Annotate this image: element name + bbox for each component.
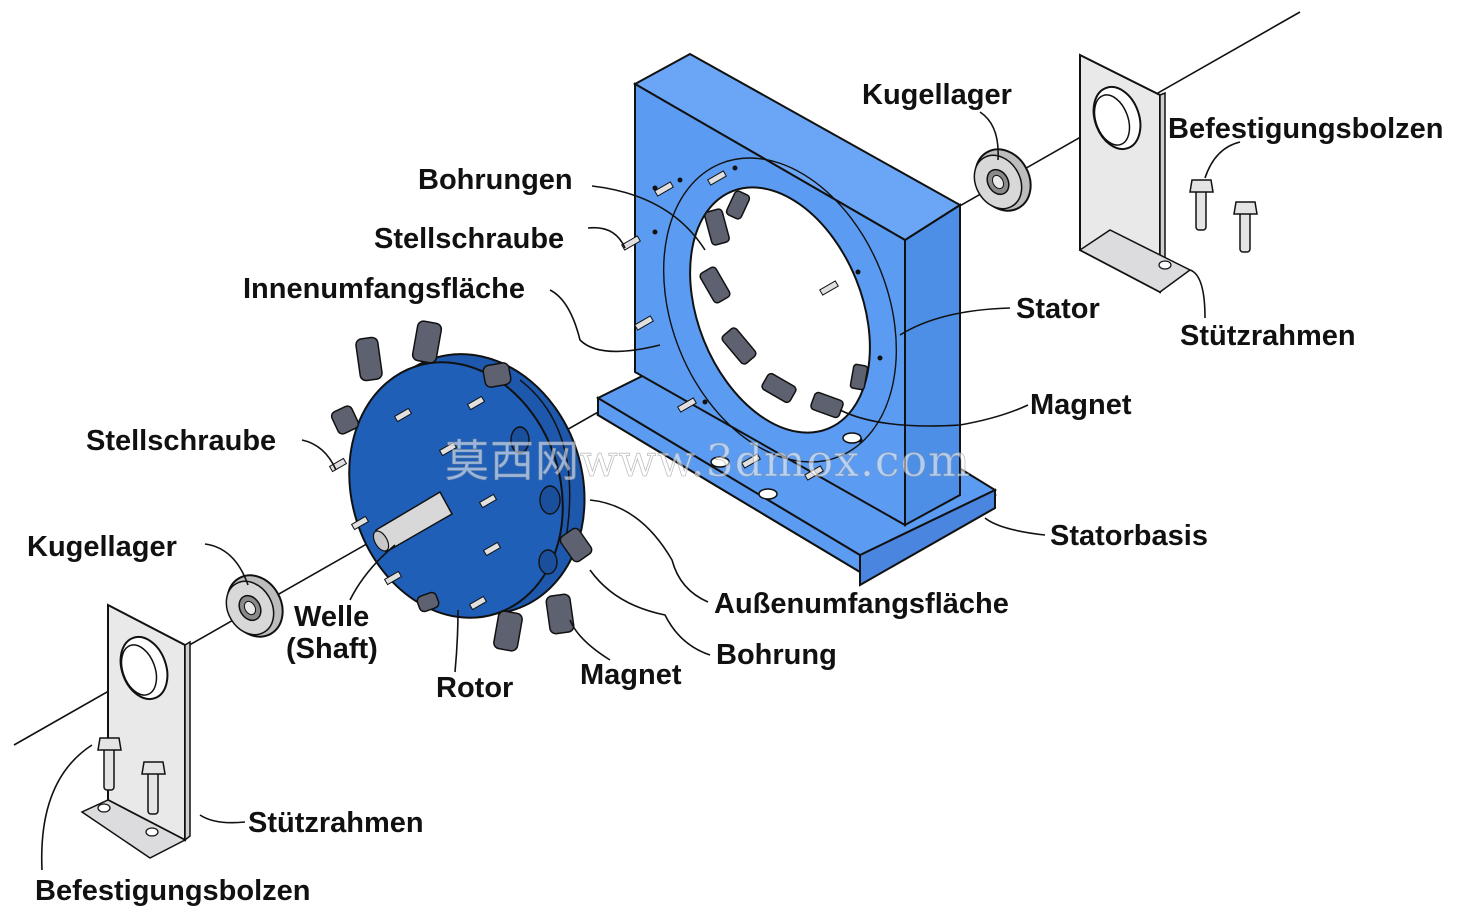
label-stator: Stator bbox=[1016, 293, 1100, 325]
label-magnet-right: Magnet bbox=[1030, 389, 1132, 421]
kugellager-left-bearing bbox=[225, 574, 284, 638]
befestigungsbolzen-top-bolts bbox=[1189, 179, 1258, 253]
leader-lines bbox=[40, 111, 1241, 871]
label-bohrung: Bohrung bbox=[716, 639, 837, 671]
label-welle: Welle bbox=[294, 601, 369, 633]
stuetzrahmen-bottom-frame bbox=[80, 603, 191, 859]
label-aussenumfangsflaeche: Außenumfangsfläche bbox=[714, 588, 1009, 620]
label-stellschraube-left: Stellschraube bbox=[86, 425, 276, 457]
label-kugellager-top: Kugellager bbox=[862, 79, 1012, 111]
befestigungsbolzen-bottom-bolts bbox=[97, 737, 166, 815]
label-stuetzrahmen-bottom: Stützrahmen bbox=[248, 807, 424, 839]
rotor-magnets bbox=[330, 320, 593, 652]
label-stellschraube-top: Stellschraube bbox=[374, 223, 564, 255]
label-rotor: Rotor bbox=[436, 672, 513, 704]
stator bbox=[595, 52, 998, 587]
labels: Kugellager Befestigungsbolzen Bohrungen … bbox=[27, 79, 1444, 907]
label-befestigungsbolzen-bottom: Befestigungsbolzen bbox=[35, 875, 311, 907]
kugellager-top-bearing bbox=[973, 148, 1032, 212]
label-shaft: (Shaft) bbox=[286, 633, 378, 665]
label-bohrungen: Bohrungen bbox=[418, 164, 573, 196]
stuetzrahmen-top-frame bbox=[1078, 53, 1192, 294]
label-innenumfangsflaeche: Innenumfangsfläche bbox=[243, 273, 525, 305]
label-stuetzrahmen-top: Stützrahmen bbox=[1180, 320, 1356, 352]
label-magnet-bottom: Magnet bbox=[580, 659, 682, 691]
watermark: 莫西网www.3dmox.com bbox=[445, 436, 971, 487]
label-befestigungsbolzen-top: Befestigungsbolzen bbox=[1168, 113, 1444, 145]
label-statorbasis: Statorbasis bbox=[1050, 520, 1208, 552]
label-kugellager-left: Kugellager bbox=[27, 531, 177, 563]
